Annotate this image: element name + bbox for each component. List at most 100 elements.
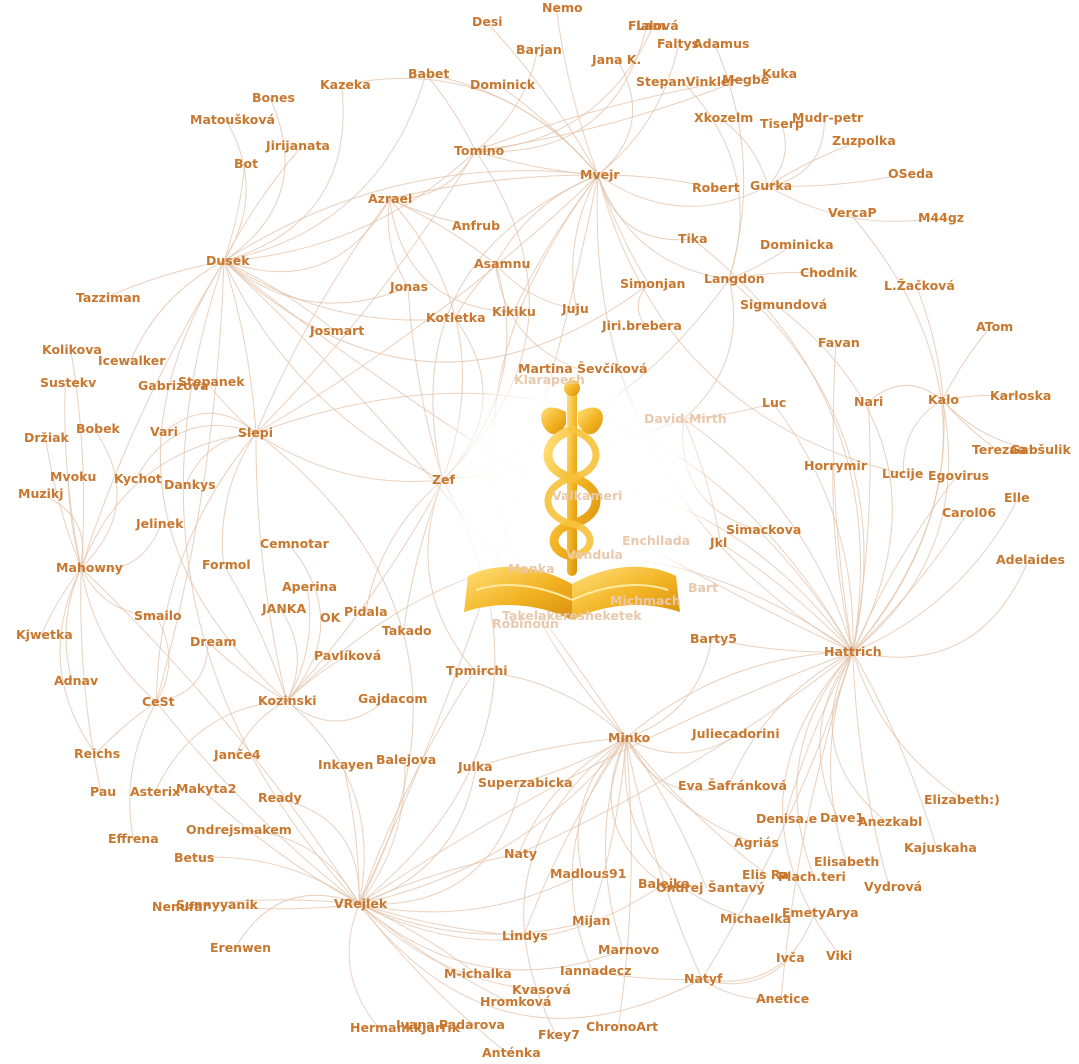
graph-edge-simonjan-jiri-brebera [637, 283, 650, 327]
graph-edge-vrejlek-marnovo [358, 903, 624, 971]
node-label-hromkova: Hromková [480, 994, 551, 1009]
node-label-nenufar: Nenufar [152, 899, 210, 914]
node-label-megbe: Megbe [722, 72, 769, 87]
graph-edge-minko-chronoart [617, 737, 632, 1028]
graph-edge-kozinski-aperina [286, 586, 311, 702]
graph-edge-minko-fkey7 [523, 737, 627, 1036]
node-label-robinoun: Robinoun [492, 616, 559, 631]
graph-edge-hattrich-elizabeth [852, 651, 964, 801]
graph-edge-mvejr-lucije [597, 174, 904, 475]
graph-edge-slepi-dankys [185, 432, 257, 486]
node-label-janka: JANKA [261, 601, 306, 616]
node-label-aperina: Aperina [282, 579, 337, 594]
graph-edge-mvejr-simonjan [597, 174, 650, 285]
graph-edge-minko-iannadecz [571, 737, 627, 972]
graph-edge-vrejlek-balejova [358, 759, 406, 905]
node-label-egovirus: Egovirus [928, 468, 989, 483]
node-label-adamus: Adamus [693, 36, 749, 51]
node-label-simackova: Simackova [726, 522, 801, 537]
node-label-langdon: Langdon [704, 271, 765, 286]
node-label-gabsulik: Gabšulik [1010, 442, 1072, 457]
graph-edge-vrejlek-mahowny [80, 567, 360, 905]
graph-edge-minko-michaelka [624, 737, 753, 920]
node-label-gabrizova: Gabrizova [138, 378, 209, 393]
graph-edge-hattrich-luc [772, 402, 854, 653]
node-label-vrejlek: VRejlek [334, 896, 388, 911]
node-label-vendula: Vendula [566, 547, 623, 562]
graph-edge-slepi-vari [164, 412, 257, 434]
node-label-ok: OK [320, 610, 342, 625]
graph-edge-hattrich-vrejlek [358, 651, 853, 905]
graph-edge-hattrich-carol06 [852, 512, 968, 653]
graph-edge-kozinski-dream [207, 641, 288, 702]
node-label-faltys: Faltys [657, 36, 699, 51]
graph-edge-david-mirth-langdon [683, 278, 735, 420]
node-label-favan: Favan [818, 335, 860, 350]
node-label-anezkabl: Anezkabl [858, 814, 922, 829]
node-label-balejova: Balejova [376, 752, 436, 767]
node-label-nari: Nari [854, 394, 883, 409]
node-label-kychot: Kychot [114, 471, 162, 486]
graph-edge-slepi-azrael [255, 198, 391, 434]
graph-edge-slepi-tomino [255, 150, 477, 434]
node-label-minko: Minko [608, 730, 651, 745]
graph-edge-mvejr-dusek [223, 170, 599, 262]
graph-edge-hattrich-natyf [701, 651, 854, 980]
graph-edge-langdon-stepanvinkler [682, 81, 741, 280]
graph-edge-vrejlek-makyta2 [200, 788, 360, 905]
node-label-stepanek: Stepanek [178, 374, 245, 389]
graph-edge-hattrich-sigmundova [775, 304, 893, 653]
node-label-jana-k: Jana K. [591, 52, 641, 67]
node-label-dream: Dream [190, 634, 236, 649]
node-label-elisabeth: Elisabeth [814, 854, 879, 869]
node-label-karloska: Karloska [990, 388, 1051, 403]
node-label-ready: Ready [258, 790, 302, 805]
graph-edge-hattrich-dave1 [819, 651, 854, 819]
node-label-adelaides: Adelaides [996, 552, 1065, 567]
graph-edge-dusek-kazeka [223, 84, 344, 262]
graph-edge-slepi-zef [255, 432, 443, 483]
node-label-effrena: Effrena [108, 831, 159, 846]
node-label-azrael: Azrael [368, 191, 412, 206]
graph-edge-hattrich-favan [832, 342, 854, 653]
graph-edge-tomino-lam [475, 25, 648, 153]
graph-edge-minko-mijan [589, 737, 627, 922]
node-label-asamnu: Asamnu [474, 256, 530, 271]
node-label-dusek: Dusek [206, 253, 250, 268]
node-label-vari: Vari [150, 424, 178, 439]
graph-edge-mahowny-reichs [59, 567, 97, 755]
graph-edge-mvejr-desi [486, 21, 599, 176]
node-label-jiri-brebera: Jiri.brebera [601, 318, 682, 333]
graph-edge-slepi-mahowny [80, 432, 257, 569]
node-label-lucije: Lucije [882, 466, 923, 481]
node-label-kjwetka: Kjwetka [16, 627, 73, 642]
graph-edge-langdon-dominicka [729, 244, 793, 280]
graph-edge-mahowny-kolikova [70, 349, 85, 569]
graph-edge-kalo-atom [941, 326, 991, 401]
node-label-kajuskaha: Kajuskaha [904, 840, 977, 855]
node-label-barty5: Barty5 [690, 631, 737, 646]
graph-edge-mvejr-robert [597, 174, 714, 189]
graph-edge-hattrich-plach-teri [796, 651, 854, 878]
graph-edge-kalo-nari [868, 384, 943, 403]
node-label-valkameri: Valkameri [552, 488, 622, 503]
node-label-juliecadorini: Juliecadorini [691, 726, 780, 741]
graph-edge-vrejlek-cest [156, 701, 360, 905]
graph-edge-minko-julka [475, 737, 627, 768]
node-label-babet: Babet [408, 66, 449, 81]
node-label-balejka: Balejka [638, 876, 690, 891]
graph-edge-vrejlek-hermankk [348, 903, 380, 1029]
node-label-mudr-petr: Mudr-petr [792, 110, 864, 125]
graph-edge-dusek-bot [223, 163, 246, 262]
graph-edge-dusek-mahowny [80, 260, 225, 569]
graph-edge-kozinski-jance4 [235, 700, 288, 756]
node-label-vydrova: Vydrová [864, 879, 922, 894]
graph-edge-vrejlek-natyf [358, 903, 703, 1019]
graph-edge-hattrich-elle [852, 497, 1019, 653]
node-label-horrymir: Horrymir [804, 458, 868, 473]
graph-edge-minko-tpmirchi [474, 670, 627, 739]
node-label-tomino: Tomino [454, 143, 505, 158]
graph-edge-mahowny-bobek [80, 428, 118, 569]
graph-edge-hattrich-anetice [780, 651, 854, 1000]
